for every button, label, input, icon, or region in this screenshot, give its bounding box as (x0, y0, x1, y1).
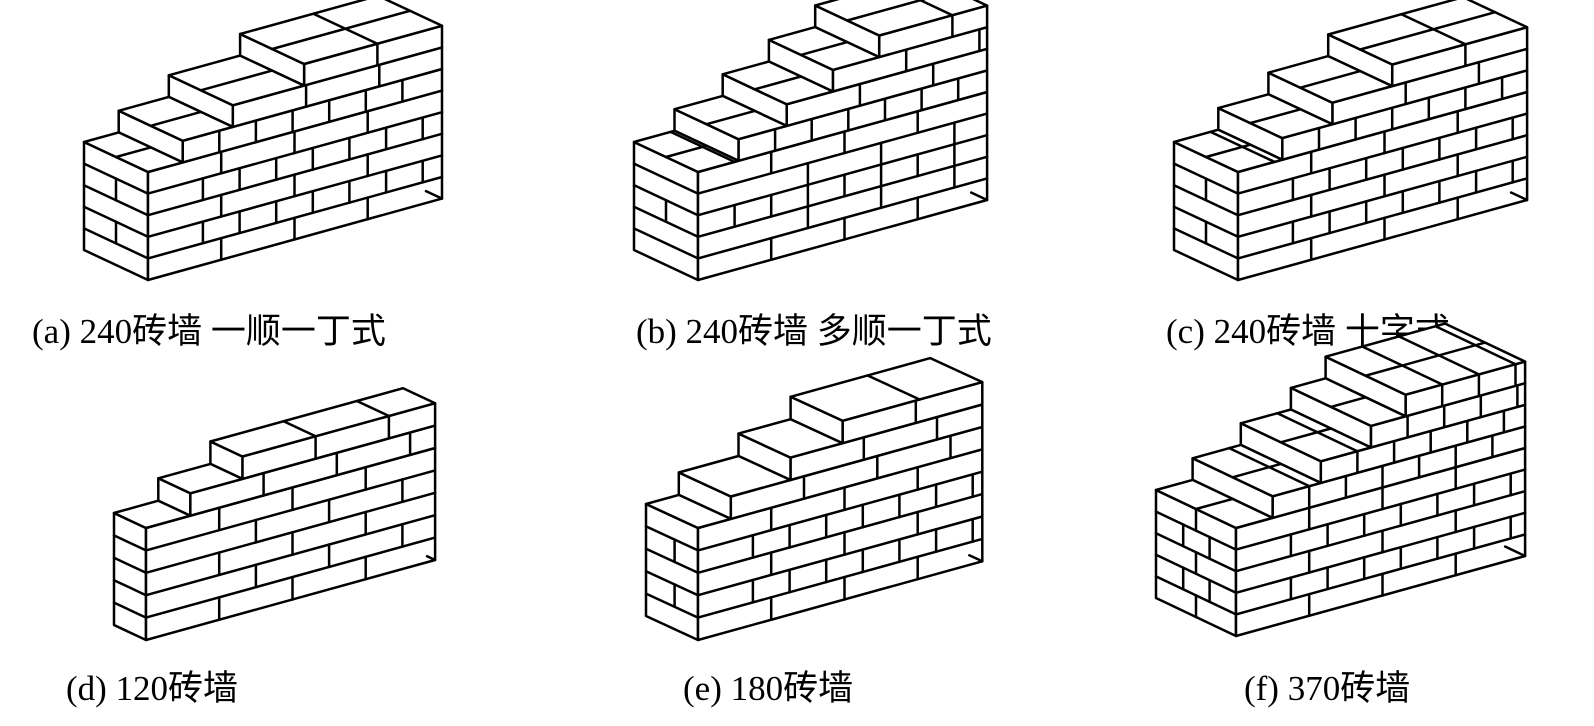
tread-center (664, 144, 708, 159)
course-line (1236, 177, 1529, 260)
top-center (1364, 341, 1487, 377)
course-line-end (644, 569, 700, 597)
tread-center (705, 109, 756, 126)
step-tread (677, 454, 792, 498)
wall-edge (1509, 191, 1529, 202)
panel-c: (c) 240砖墙 十字式 (1166, 0, 1529, 351)
course-line-end (644, 592, 700, 619)
course-line-end (632, 162, 700, 195)
course-line (1236, 155, 1529, 239)
course-line (696, 177, 989, 260)
panel-d: (d) 120砖墙 (66, 386, 437, 708)
course-line (1234, 489, 1527, 573)
tread-center (753, 75, 803, 91)
panel-e: (e) 180砖墙 (644, 356, 984, 708)
panel-f: (f) 370砖墙 (1154, 322, 1527, 708)
brick-wall-e (644, 356, 984, 642)
wall-end-face (112, 511, 148, 642)
caption-f: (f) 370砖墙 (1244, 669, 1410, 708)
course-line (696, 112, 989, 195)
caption-b: (b) 240砖墙 多顺一丁式 (636, 312, 992, 351)
course-line-end (644, 547, 700, 575)
caption-e: (e) 180砖墙 (683, 669, 853, 708)
tread-center (1231, 462, 1283, 479)
course-line (1234, 511, 1527, 595)
tread-center (114, 146, 152, 159)
top-center (845, 0, 926, 22)
wall-edge (969, 191, 989, 202)
wall-top (209, 386, 437, 458)
step-tread (737, 417, 844, 459)
course-line-end (112, 556, 148, 575)
brick-wall-b (632, 0, 989, 282)
tread-center (1299, 69, 1362, 89)
top-joint (355, 399, 391, 418)
course-line (144, 469, 437, 552)
course-line-end (112, 578, 148, 597)
step-tread (157, 462, 244, 495)
brick-wall-a (82, 0, 444, 282)
course-line (696, 155, 989, 239)
caption-d: (d) 120砖墙 (66, 669, 238, 708)
wall-edge (424, 189, 444, 200)
course-line (1234, 468, 1527, 551)
wall-edge (425, 554, 437, 562)
course-line (1234, 533, 1527, 616)
tread-center (1329, 396, 1367, 409)
tread-center (1194, 497, 1234, 511)
top-joint (866, 374, 921, 401)
wall-top (789, 356, 984, 423)
brick-wall-d (112, 386, 437, 642)
course-line-end (112, 601, 148, 619)
wall-edge (1503, 545, 1527, 558)
course-line-end (644, 525, 700, 552)
course-line (1236, 133, 1529, 217)
course-line-end (632, 227, 700, 260)
caption-a: (a) 240砖墙 一顺一丁式 (32, 312, 386, 351)
brick-wall-f (1154, 322, 1527, 638)
tread-center (199, 69, 274, 92)
tread-center (1204, 143, 1252, 159)
course-line-end (112, 534, 148, 552)
course-line (696, 133, 989, 217)
course-line (144, 513, 437, 597)
tread-center (1279, 427, 1333, 444)
tread-center (149, 110, 203, 128)
panel-b: (b) 240砖墙 多顺一丁式 (632, 0, 992, 351)
tread-center (1249, 108, 1302, 125)
top-center (270, 9, 412, 51)
wall-edge (968, 554, 984, 563)
top-joint (282, 420, 317, 438)
course-line (1236, 112, 1529, 195)
course-line (144, 491, 437, 575)
top-center (1358, 10, 1497, 51)
brick-wall-c (1172, 0, 1529, 282)
panel-a: (a) 240砖墙 一顺一丁式 (32, 0, 444, 351)
step-tread (644, 493, 733, 530)
step-tread (112, 499, 192, 530)
tread-center (799, 40, 849, 57)
course-line (144, 536, 437, 619)
